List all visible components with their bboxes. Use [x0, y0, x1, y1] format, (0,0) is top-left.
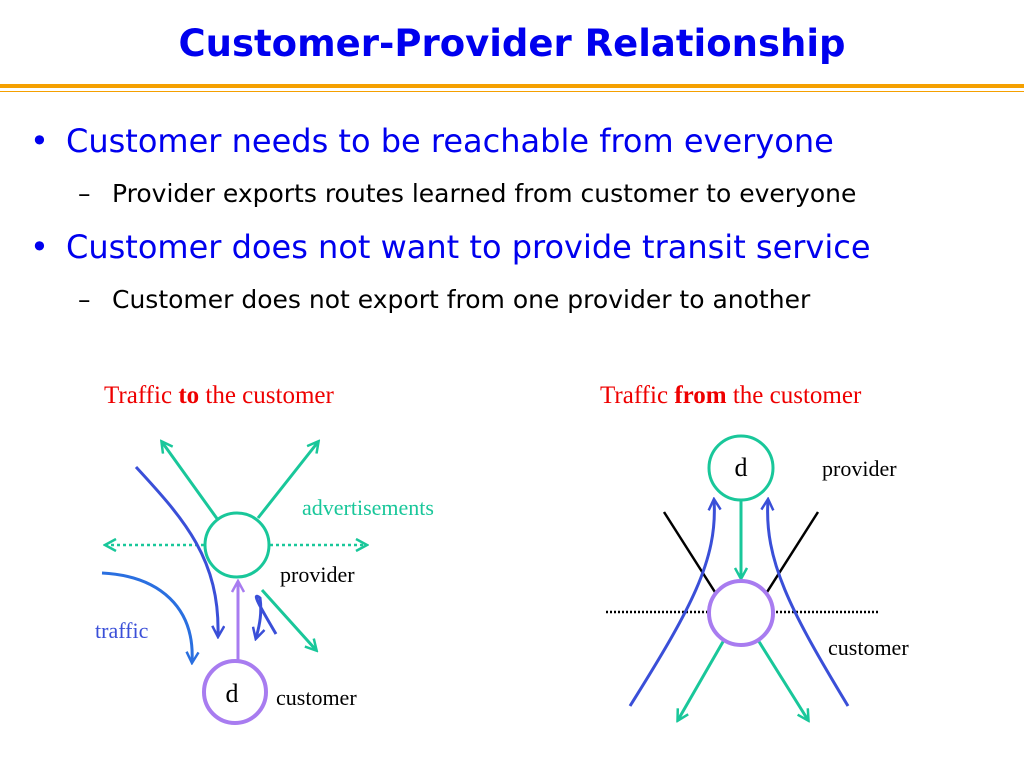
- sub-bullet-2-text: Customer does not export from one provid…: [112, 285, 811, 314]
- right-diagram-caption: Traffic from the customer: [600, 382, 861, 410]
- caption-post: the customer: [726, 382, 862, 409]
- slide-title: Customer-Provider Relationship: [178, 22, 846, 65]
- provider-node-d: [707, 434, 775, 502]
- caption-pre: Traffic: [104, 382, 179, 409]
- sub-bullet-2: – Customer does not export from one prov…: [78, 285, 811, 314]
- provider-label: provider: [822, 456, 897, 481]
- customer-node: [202, 659, 268, 725]
- boundary-line-left: [662, 511, 722, 601]
- advertisements-label: advertisements: [302, 495, 434, 520]
- provider-node: [203, 511, 271, 579]
- node-d-label: d: [226, 679, 239, 708]
- provider-label: provider: [280, 562, 355, 587]
- bullet-marker: •: [30, 228, 49, 266]
- traffic-curve-loop: [256, 594, 278, 638]
- customer-advert-arrow-right: [756, 639, 808, 720]
- bullet-marker: •: [30, 122, 49, 160]
- caption-pre: Traffic: [600, 382, 675, 409]
- customer-label: customer: [276, 685, 357, 710]
- advertisement-arrow-down-right: [260, 588, 316, 650]
- traffic-line-right: [768, 500, 850, 707]
- customer-node: [707, 579, 775, 647]
- bullet-1-text: Customer needs to be reachable from ever…: [66, 122, 834, 160]
- advertisement-arrow-up-left: [162, 442, 220, 521]
- title-rule-thick: [0, 84, 1024, 88]
- customer-advert-arrow-left: [678, 639, 726, 720]
- left-diagram: d advertisements provider traffic custom…: [95, 442, 434, 725]
- bullet-2: • Customer does not want to provide tran…: [30, 228, 871, 266]
- traffic-curve-from-peer: [101, 571, 192, 662]
- right-diagram: d provider customer: [606, 434, 909, 720]
- bullet-2-text: Customer does not want to provide transi…: [66, 228, 871, 266]
- traffic-line-left: [628, 500, 714, 707]
- sub-bullet-marker: –: [78, 285, 91, 314]
- sub-bullet-1: – Provider exports routes learned from c…: [78, 179, 857, 208]
- advertisement-arrow-up-right: [256, 442, 318, 519]
- customer-label: customer: [828, 635, 909, 660]
- traffic-label: traffic: [95, 618, 149, 643]
- node-d-label: d: [735, 453, 748, 482]
- sub-bullet-marker: –: [78, 179, 91, 208]
- caption-bold: from: [674, 382, 727, 409]
- caption-bold: to: [178, 382, 200, 409]
- caption-post: the customer: [199, 382, 334, 409]
- bullet-1: • Customer needs to be reachable from ev…: [30, 122, 834, 160]
- sub-bullet-1-text: Provider exports routes learned from cus…: [112, 179, 857, 208]
- boundary-line-right: [760, 511, 820, 601]
- traffic-curve-from-left-provider: [134, 465, 218, 636]
- left-diagram-caption: Traffic to the customer: [104, 382, 334, 410]
- title-rule-thin: [0, 91, 1024, 92]
